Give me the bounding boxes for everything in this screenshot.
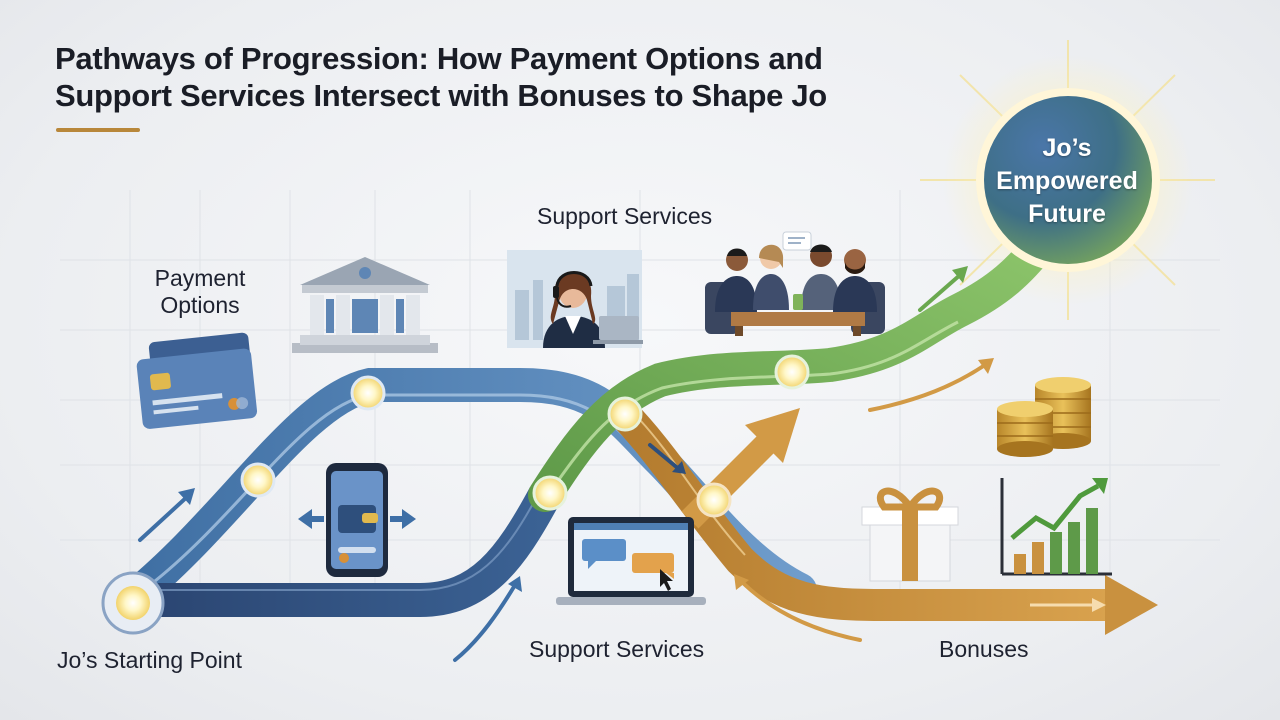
title-line-2: Support Services Intersect with Bonuses …: [55, 78, 827, 113]
support-services-bottom-label: Support Services: [529, 636, 705, 662]
starting-point-label: Jo’s Starting Point: [57, 647, 242, 673]
gold-arrowhead: [1105, 575, 1158, 635]
future-line-1: Jo’s: [1042, 134, 1092, 162]
payment-options-label: Payment Options: [120, 265, 280, 319]
title-line-1: Pathways of Progression: How Payment Opt…: [55, 41, 823, 76]
path-nodes: [240, 354, 810, 518]
navy-support-path: [130, 486, 560, 617]
laptop-chat-icon: [556, 517, 706, 605]
payment-label-line-1: Payment: [154, 265, 246, 291]
future-line-2: Empowered: [996, 167, 1138, 195]
bank-icon: [292, 257, 438, 353]
payment-label-line-2: Options: [160, 292, 240, 318]
support-services-top-label: Support Services: [537, 203, 713, 229]
bonuses-label: Bonuses: [939, 636, 1029, 662]
credit-card-icon: [136, 332, 258, 429]
page-title: Pathways of Progression: How Payment Opt…: [55, 40, 955, 114]
coin-stack-icon: [997, 377, 1091, 457]
start-node: [101, 571, 165, 635]
gift-box-icon: [861, 487, 959, 582]
empowered-future-label: Jo’s Empowered Future: [972, 132, 1162, 231]
mobile-wallet-icon: [298, 463, 416, 577]
growth-chart-icon: [1000, 478, 1112, 576]
title-accent-bar: [56, 128, 140, 132]
direction-arrows: [138, 266, 994, 662]
future-line-3: Future: [1028, 200, 1106, 228]
future-circle: [976, 88, 1160, 272]
business-meeting-icon: [705, 231, 885, 336]
headset-agent-icon: [507, 250, 643, 348]
